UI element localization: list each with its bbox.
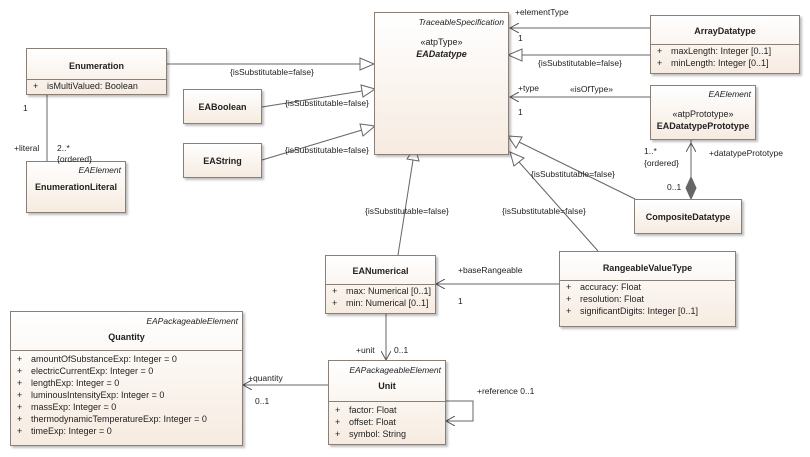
label-reference: +reference 0..1 — [477, 386, 535, 396]
class-eadatatypeprototype-name: EADatatypePrototype — [656, 121, 750, 131]
attr-symbol: +symbol: String — [335, 429, 407, 439]
class-rangeablevaluetype-name: RangeableValueType — [602, 263, 693, 273]
class-compositedatatype[interactable]: CompositeDatatype — [634, 199, 742, 234]
class-rangeablevaluetype[interactable]: RangeableValueType +accuracy: Float +res… — [559, 251, 736, 327]
attr-amountofsubstanceexp: +amountOfSubstanceExp: Integer = 0 — [17, 354, 177, 364]
class-eadatatype-abstract-stereotype: TraceableSpecification — [418, 17, 504, 27]
label-composite-mult: 0..1 — [667, 182, 682, 192]
gen-enum-head — [359, 57, 376, 71]
gen-composite-line — [518, 141, 636, 200]
attr-resolution: +resolution: Float — [566, 294, 645, 304]
label-datatype-prototype: +datatypePrototype — [709, 148, 783, 158]
gen-rangeable-line — [518, 161, 599, 252]
class-eaboolean[interactable]: EABoolean — [183, 89, 262, 124]
class-eaboolean-name: EABoolean — [198, 102, 247, 112]
attr-luminousintensityexp: +luminousIntensityExp: Integer = 0 — [17, 390, 165, 400]
attr-factor: +factor: Float — [335, 405, 397, 415]
attr-electriccurrentexp: +electricCurrentExp: Integer = 0 — [17, 366, 154, 376]
label-literal-ordered: {ordered} — [57, 154, 92, 164]
label-subst-bool: {isSubstitutable=false} — [285, 98, 369, 108]
attr-thermodynamictemperatureexp: +thermodynamicTemperatureExp: Integer = … — [17, 414, 207, 424]
class-unit-name: Unit — [378, 381, 396, 391]
class-eastring-name: EAString — [203, 156, 242, 166]
gen-array-head — [506, 48, 523, 62]
label-base-rangeable-mult: 1 — [458, 296, 463, 306]
gen-bool-head — [360, 84, 377, 98]
class-eanumerical-name: EANumerical — [352, 266, 409, 276]
label-subst-numerical: {isSubstitutable=false} — [365, 206, 449, 216]
class-unit[interactable]: EAPackageableElement Unit +factor: Float… — [328, 360, 446, 445]
class-eadatatypeprototype-stereotype: «atpPrototype» — [672, 109, 734, 119]
class-eadatatypeprototype[interactable]: EAElement «atpPrototype» EADatatypeProto… — [650, 85, 756, 140]
attr-max: +max: Numerical [0..1] — [332, 286, 432, 296]
class-eanumerical[interactable]: EANumerical +max: Numerical [0..1] +min:… — [325, 255, 436, 314]
class-quantity-parent: EAPackageableElement — [146, 316, 238, 326]
gen-numerical-line — [397, 159, 414, 256]
label-enum-mult: 1 — [23, 103, 28, 113]
gen-string-line — [261, 129, 363, 161]
class-enumerationliteral-parent: EAElement — [78, 165, 121, 175]
gen-composite-head — [507, 135, 523, 149]
attr-ismultivalued: +isMultiValued: Boolean — [33, 81, 138, 91]
assoc-prototype-diamond — [685, 175, 697, 201]
attr-offset: +offset: Float — [335, 417, 396, 427]
label-base-rangeable: +baseRangeable — [458, 265, 523, 275]
attr-massexp: +massExp: Integer = 0 — [17, 402, 117, 412]
attr-timeexp: +timeExp: Integer = 0 — [17, 426, 112, 436]
class-eadatatypeprototype-parent: EAElement — [708, 89, 751, 99]
attr-significantdigits: +significantDigits: Integer [0..1] — [566, 306, 699, 316]
class-eadatatype[interactable]: TraceableSpecification «atpType» EADatat… — [374, 12, 509, 155]
label-quantity-role: +quantity — [248, 373, 283, 383]
class-enumeration[interactable]: Enumeration +isMultiValued: Boolean — [26, 48, 167, 95]
class-eadatatype-name: EADatatype — [416, 49, 467, 59]
class-enumerationliteral[interactable]: EAElement EnumerationLiteral — [26, 161, 126, 213]
label-literal-mult: 2..* — [57, 143, 70, 153]
label-subst-composite: {isSubstitutable=false} — [531, 169, 615, 179]
label-unit-role: +unit — [356, 345, 375, 355]
assoc-reference — [446, 400, 474, 421]
attr-min: +min: Numerical [0..1] — [332, 298, 429, 308]
gen-rangeable-head — [509, 151, 525, 167]
label-proto-mult: 1..* — [644, 146, 657, 156]
attr-accuracy: +accuracy: Float — [566, 282, 642, 292]
class-eastring[interactable]: EAString — [183, 143, 262, 178]
class-arraydatatype[interactable]: ArrayDatatype +maxLength: Integer [0..1]… — [650, 15, 800, 74]
label-subst-string: {isSubstitutable=false} — [285, 145, 369, 155]
label-element-type-mult: 1 — [518, 33, 523, 43]
attr-maxlength: +maxLength: Integer [0..1] — [657, 46, 772, 56]
class-quantity-name: Quantity — [108, 332, 145, 342]
attr-minlength: +minLength: Integer [0..1] — [657, 58, 769, 68]
label-element-type: +elementType — [515, 7, 569, 17]
class-enumeration-name: Enumeration — [68, 61, 124, 71]
label-type-role: +type — [518, 83, 540, 93]
label-is-of-type: «isOfType» — [570, 84, 613, 94]
label-type-mult: 1 — [518, 107, 523, 117]
label-subst-enum: {isSubstitutable=false} — [230, 67, 314, 77]
class-unit-parent: EAPackageableElement — [349, 365, 441, 375]
gen-string-head — [359, 123, 377, 137]
class-arraydatatype-name: ArrayDatatype — [694, 26, 756, 36]
class-enumerationliteral-name: EnumerationLiteral — [34, 182, 117, 192]
class-quantity[interactable]: EAPackageableElement Quantity +amountOfS… — [10, 311, 243, 446]
label-unit-mult: 0..1 — [394, 345, 409, 355]
gen-bool-line — [261, 90, 363, 108]
label-subst-rangeable: {isSubstitutable=false} — [502, 206, 586, 216]
label-proto-ordered: {ordered} — [644, 158, 679, 168]
label-literal-role: +literal — [14, 143, 40, 153]
label-subst-array: {isSubstitutable=false} — [538, 58, 622, 68]
class-eadatatype-stereotype: «atpType» — [420, 37, 463, 47]
attr-lengthexp: +lengthExp: Integer = 0 — [17, 378, 120, 388]
class-compositedatatype-name: CompositeDatatype — [645, 212, 731, 222]
label-quantity-mult: 0..1 — [255, 396, 270, 406]
